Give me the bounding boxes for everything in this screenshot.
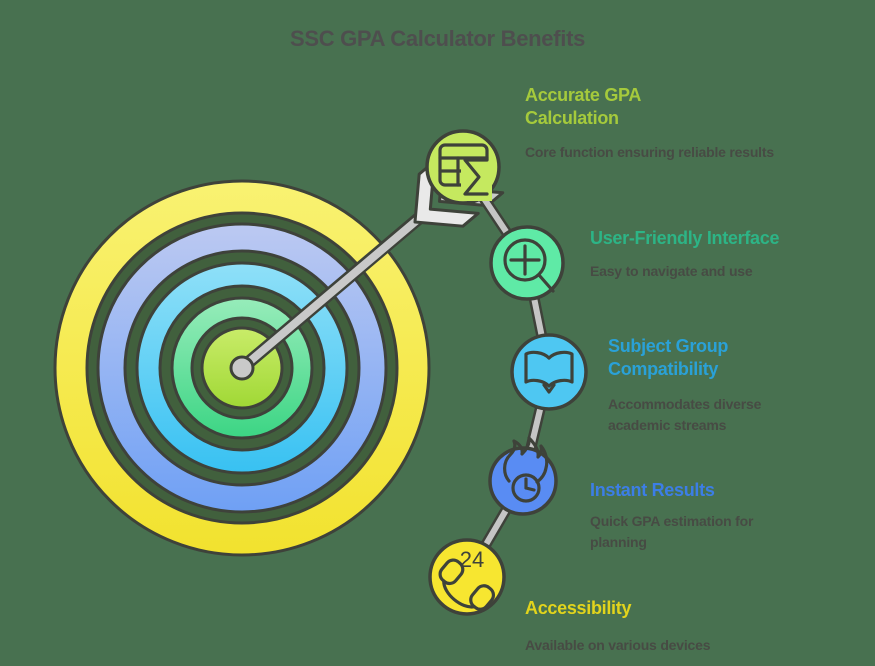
sigma-glyph [463, 158, 489, 196]
benefit-description-instant-results: Quick GPA estimation for planning [590, 513, 754, 550]
book-right-page [547, 350, 574, 388]
arrow-shaft [238, 217, 420, 372]
zoom-in-icon [503, 238, 555, 293]
benefit-heading-user-friendly: User-Friendly Interface [590, 228, 780, 248]
benefit-heading-instant-results: Instant Results [590, 480, 715, 500]
book-spine-tip [542, 383, 556, 394]
benefit-description-accessibility: Available on various devices [525, 637, 711, 653]
magnifier-handle [537, 273, 555, 293]
benefit-nodes: 24 [425, 129, 588, 616]
benefit-description-accurate-gpa: Core function ensuring reliable results [525, 144, 774, 160]
benefit-node-accurate-gpa [425, 129, 501, 205]
benefit-node-instant-results [488, 436, 558, 516]
benefit-circle-3 [510, 333, 588, 411]
magnifier-lens [503, 238, 547, 282]
benefit-node-subject-group [510, 333, 588, 411]
arrow-impact-dot [229, 355, 255, 381]
phone-24-icon: 24 [438, 547, 496, 611]
benefit-heading-accessibility: Accessibility [525, 598, 632, 618]
book-left-page [524, 350, 551, 388]
benefit-node-accessibility: 24 [428, 538, 506, 616]
benefit-node-user-friendly [489, 225, 565, 301]
handset-bridge [442, 579, 476, 609]
benefit-description-subject-group: Accommodates diverse academic streams [608, 396, 762, 433]
benefit-description-user-friendly: Easy to navigate and use [590, 263, 753, 279]
page-title: SSC GPA Calculator Benefits [289, 26, 586, 51]
clock-hands [524, 477, 536, 492]
benefit-heading-accurate-gpa: Accurate GPA Calculation [525, 85, 641, 128]
open-book-icon [524, 350, 574, 394]
flame-clock-icon [503, 436, 549, 503]
spreadsheet-sigma-icon [438, 143, 492, 201]
clock-face [511, 473, 541, 503]
flame-outline [503, 436, 549, 484]
benefit-heading-subject-group: Subject Group Compatibility [608, 336, 729, 379]
phone-handset [438, 558, 496, 611]
